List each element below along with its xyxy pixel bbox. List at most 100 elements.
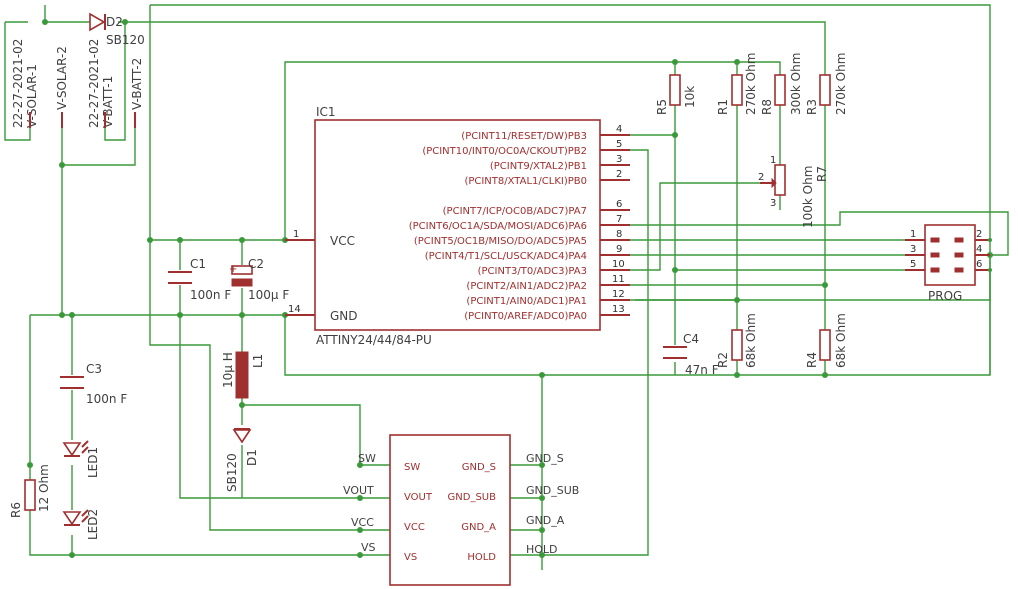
batt-pin-2-label: V-BATT-2 — [130, 58, 144, 110]
ic1-pin-label: (PCINT6/OC1A/SDA/MOSI/ADC6)PA6 — [409, 221, 587, 232]
ic1-ref: IC1 — [316, 105, 336, 119]
ic1-pin-num: 8 — [616, 229, 622, 240]
reg-pin-gnd-sub: GND_SUB — [448, 492, 497, 503]
resistor-r8: R8 300k Ohm — [760, 53, 803, 115]
ic1-attiny: IC1 ATTINY24/44/84-PU 1 14 VCC GND (PCIN… — [285, 105, 630, 347]
c1-ref: C1 — [190, 257, 206, 271]
led2-ref: LED2 — [86, 509, 100, 540]
net-vs: VS — [361, 541, 376, 554]
ic1-pin-label: (PCINT11/RESET/DW)PB3 — [461, 131, 587, 142]
reg-pin-gnd-a: GND_A — [461, 522, 496, 533]
junction-dot — [27, 462, 33, 468]
c3-ref: C3 — [86, 362, 102, 376]
junction-dot — [822, 282, 828, 288]
r2-value: 68k Ohm — [744, 313, 758, 368]
r7-value: 100k Ohm — [801, 166, 815, 228]
r3-value: 270k Ohm — [834, 53, 848, 115]
junction-dot — [672, 59, 678, 65]
net-vcc: VCC — [351, 516, 374, 529]
c1-value: 100n F — [190, 288, 231, 302]
ic1-type: ATTINY24/44/84-PU — [316, 333, 432, 347]
r6-value: 12 Ohm — [37, 464, 51, 512]
capacitor-c4: C4 47n F — [663, 332, 719, 377]
ic1-right-pins — [600, 134, 630, 316]
resistor-r1: R1 270k Ohm — [716, 53, 758, 115]
ic1-pin-num: 13 — [612, 304, 625, 315]
ic1-pin-num: 4 — [616, 124, 622, 135]
reg-pin-vcc: VCC — [404, 522, 425, 533]
ic1-pin-label: (PCINT8/XTAL1/CLKI)PB0 — [464, 176, 587, 187]
junction-dot — [539, 527, 545, 533]
r4-value: 68k Ohm — [834, 313, 848, 368]
junction-dot — [357, 527, 363, 533]
prog-pin-6: 6 — [976, 259, 982, 270]
c2-ref: C2 — [248, 257, 264, 271]
solar-connector: 22-27-2021-02 V-SOLAR-1 V-SOLAR-2 — [11, 39, 69, 128]
junction-dot — [539, 372, 545, 378]
reg-pin-sw: SW — [404, 462, 420, 473]
ic1-pin-numbers: 4 5 3 2 6 7 8 9 10 11 12 13 — [612, 124, 625, 315]
junction-dot — [734, 372, 740, 378]
l1-ref: L1 — [251, 354, 265, 368]
solar-pin-1-label: V-SOLAR-1 — [25, 64, 39, 128]
regulator-ic: SW VOUT VCC VS GND_S GND_SUB GND_A HOLD … — [343, 434, 579, 586]
junction-dot — [122, 19, 128, 25]
ic1-pin-num: 2 — [616, 169, 622, 180]
diode-d2: D2 SB120 — [89, 12, 145, 47]
ic1-pin-label: (PCINT5/OC1B/MISO/DO/ADC5)PA5 — [414, 236, 587, 247]
ic1-pin-label: (PCINT7/ICP/OC0B/ADC7)PA7 — [443, 206, 587, 217]
junction-dot — [59, 162, 65, 168]
resistor-r2: R2 68k Ohm — [716, 313, 758, 368]
junction-dot — [42, 19, 48, 25]
reg-pin-vout: VOUT — [404, 492, 433, 503]
batt-pin-1-label: V-BATT-1 — [101, 76, 115, 128]
r2-ref: R2 — [716, 352, 730, 368]
junction-dot — [357, 552, 363, 558]
ic1-pin-label: (PCINT1/AIN0/ADC1)PA1 — [466, 296, 587, 307]
capacitor-c1: C1 100n F — [168, 257, 231, 302]
junction-dot — [672, 267, 678, 273]
junction-dot — [672, 132, 678, 138]
r4-ref: R4 — [805, 352, 819, 368]
ic1-pin-label: (PCINT10/INT0/OC0A/CKOUT)PB2 — [422, 146, 587, 157]
junction-dot — [69, 552, 75, 558]
d1-ref: D1 — [245, 449, 259, 466]
junction-dot — [239, 402, 245, 408]
inductor-l1: 10µ H L1 — [221, 351, 265, 399]
svg-text:+: + — [229, 264, 237, 275]
ic1-pin-num: 7 — [616, 214, 622, 225]
junction-dot — [734, 59, 740, 65]
junction-dot — [539, 552, 545, 558]
led-led2: LED2 — [62, 509, 100, 540]
net-gnd-sub: GND_SUB — [526, 484, 579, 497]
r1-ref: R1 — [716, 99, 730, 115]
junction-dot — [177, 237, 183, 243]
junction-dot — [357, 495, 363, 501]
junction-dot — [239, 237, 245, 243]
led-led1: LED1 — [62, 440, 100, 478]
prog-pin-3: 3 — [910, 244, 916, 255]
d1-value: SB120 — [225, 453, 239, 492]
junction-dot — [539, 495, 545, 501]
prog-header: 1 3 5 2 4 6 PROG — [905, 224, 992, 303]
reg-pin-vs: VS — [404, 552, 417, 563]
r6-ref: R6 — [9, 502, 23, 518]
l1-value: 10µ H — [221, 352, 235, 388]
junction-dot — [147, 237, 153, 243]
junction-dot — [822, 372, 828, 378]
ic1-pin-num: 9 — [616, 244, 622, 255]
prog-ref: PROG — [928, 289, 962, 303]
ic1-pin-vcc-num: 1 — [293, 229, 299, 240]
junction-dot — [539, 462, 545, 468]
ic1-pin-num: 11 — [612, 274, 625, 285]
resistor-r5: R5 10k — [655, 74, 697, 115]
ic1-pin-label: (PCINT4/T1/SCL/USCK/ADC4)PA4 — [425, 251, 587, 262]
r3-ref: R3 — [805, 99, 819, 115]
ic1-pin-num: 10 — [612, 259, 625, 270]
ic1-pin-gnd-label: GND — [330, 309, 358, 323]
net-gnd-s: GND_S — [526, 452, 564, 465]
junctions — [27, 19, 993, 558]
junction-dot — [734, 297, 740, 303]
prog-pin-4: 4 — [976, 244, 982, 255]
